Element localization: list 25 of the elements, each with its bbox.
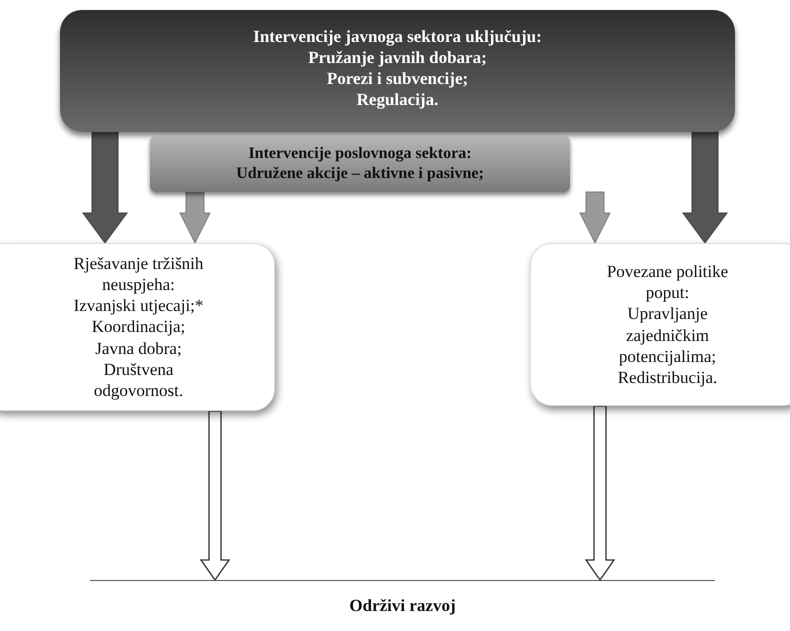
box-line: Udružene akcije – aktivne i pasivne; — [236, 164, 484, 184]
box-line: Javna dobra; — [95, 338, 182, 359]
outcome-box — [0, 243, 275, 411]
block-arrow — [82, 132, 128, 244]
box-line: Društvena odgovornost. — [92, 358, 184, 402]
box-heading: Održivi razvoj — [349, 595, 456, 616]
box-line: Upravljanje zajedničkim potencijalima; — [618, 303, 718, 367]
outcome-box — [530, 243, 790, 406]
block-arrow — [584, 405, 616, 582]
box-line: Redistribucija. — [618, 367, 718, 388]
block-arrow — [579, 192, 611, 244]
box-heading: Rješavanje tržišnih neuspjeha: — [72, 252, 204, 296]
box-heading: Povezane politike poput: — [606, 260, 730, 304]
box-heading: Intervencije javnoga sektora uključuju: — [253, 26, 542, 47]
box-line: Regulacija. — [356, 89, 438, 110]
business-sector-box — [150, 136, 570, 192]
box-line: Koordinacija; — [92, 316, 186, 338]
box-heading: Intervencije poslovnoga sektora: — [248, 144, 472, 164]
box-line: Izvanjski utjecaji;* — [74, 295, 204, 316]
block-arrow — [179, 192, 211, 244]
box-line: Porezi i subvencije; — [326, 68, 468, 90]
block-arrow — [682, 132, 728, 244]
public-sector-box — [60, 10, 735, 132]
box-line: Pružanje javnih dobara; — [308, 46, 487, 68]
block-arrow — [200, 410, 230, 582]
